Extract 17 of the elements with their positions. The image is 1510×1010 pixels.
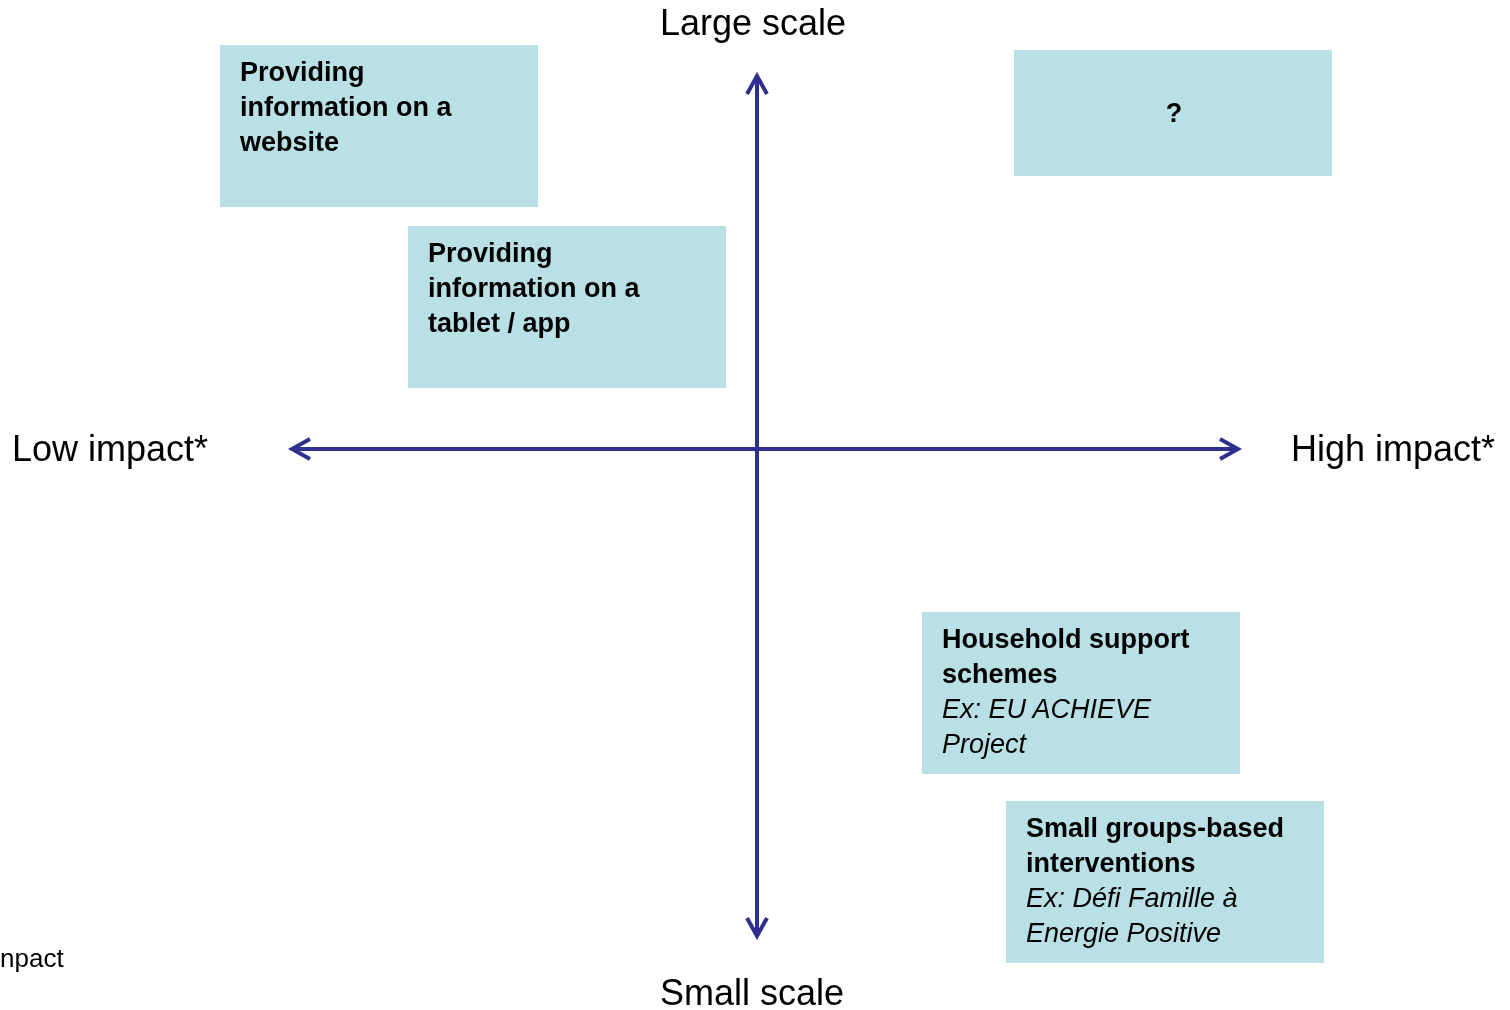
question-box xyxy=(1014,50,1332,176)
box-heading: Small groups-based interventions xyxy=(1026,812,1286,880)
example-text: Ex: Défi Famille à Energie Positive xyxy=(1026,882,1239,950)
axis-label: Small scale xyxy=(660,972,845,1010)
box-heading: ? xyxy=(1165,96,1183,130)
info-box xyxy=(408,226,726,388)
box-heading: Providing information on a tablet / app xyxy=(428,237,641,340)
axis-label: High impact* xyxy=(1291,428,1496,470)
info-box xyxy=(220,45,538,207)
info-box xyxy=(922,612,1240,774)
box-heading: Household support schemes xyxy=(942,623,1191,691)
axis-label: Low impact* xyxy=(12,428,209,470)
axis-label: Large scale xyxy=(660,2,847,44)
box-heading: Providing information on a website xyxy=(240,56,453,159)
example-text: Ex: EU ACHIEVE Project xyxy=(942,693,1153,761)
footnote-text: npact xyxy=(0,943,64,974)
info-box xyxy=(1006,801,1324,963)
